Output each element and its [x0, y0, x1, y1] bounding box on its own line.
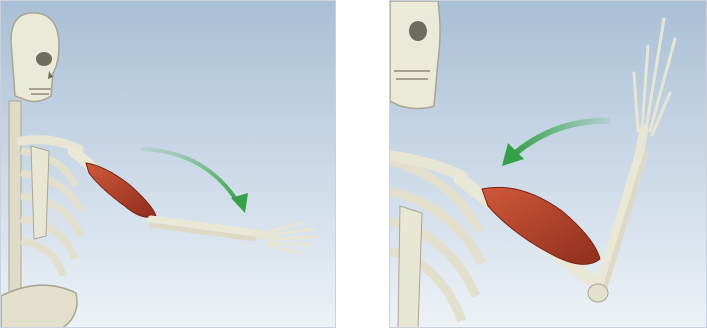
skull	[390, 1, 440, 109]
skull	[11, 13, 59, 102]
panel-arm-flexed	[389, 0, 707, 328]
pelvis	[1, 285, 77, 328]
arm-extended-illustration	[1, 1, 336, 328]
panel-arm-extended	[0, 0, 336, 328]
elbow-joint	[588, 284, 608, 302]
arm-flexed-illustration	[390, 1, 707, 328]
